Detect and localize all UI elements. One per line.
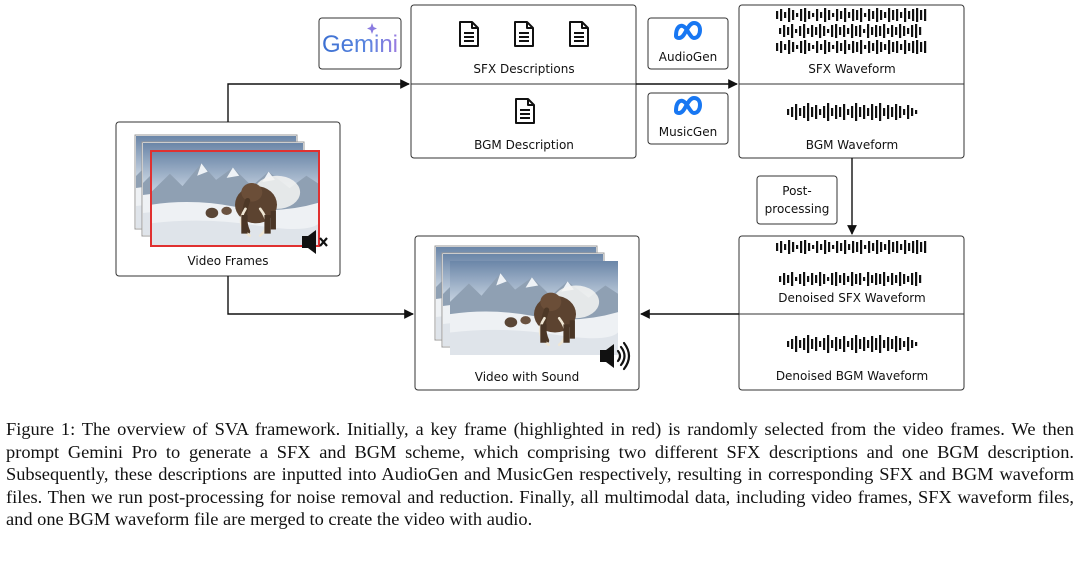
bgm-waveform-label: BGM Waveform — [806, 138, 898, 152]
post-processing-box: Post- processing — [756, 175, 838, 225]
post-processing-label-line2: processing — [765, 202, 830, 216]
audiogen-box: AudioGen — [647, 17, 729, 70]
arrow-frames-to-descriptions — [227, 79, 410, 122]
figure-label: Figure 1: — [6, 419, 76, 439]
figure-caption-text: The overview of SVA framework. Initially… — [6, 419, 1074, 529]
denoised-waveform-box: Denoised SFX Waveform Denoised BGM Wavef… — [738, 235, 965, 391]
speaker-sound-icon — [600, 341, 631, 371]
arrow-frames-to-video — [227, 276, 414, 319]
speaker-muted-icon — [302, 230, 328, 254]
sva-framework-diagram: Gemini SFX Descriptions BGM Description … — [115, 4, 965, 391]
video-with-sound-frame-stack — [435, 246, 618, 355]
musicgen-box: MusicGen — [647, 92, 729, 145]
post-processing-label-line1: Post- — [782, 184, 811, 198]
video-frames-label: Video Frames — [187, 254, 268, 268]
video-with-sound-label: Video with Sound — [475, 370, 580, 384]
sfx-descriptions-label: SFX Descriptions — [473, 62, 574, 76]
audiogen-label: AudioGen — [659, 50, 717, 64]
gemini-logo-text: Gemini — [322, 31, 398, 58]
denoised-bgm-waveform-label: Denoised BGM Waveform — [776, 369, 928, 383]
key-frame — [150, 150, 320, 247]
figure-caption: Figure 1: The overview of SVA framework.… — [6, 418, 1074, 531]
descriptions-box: SFX Descriptions BGM Description — [410, 4, 637, 159]
video-frame-stack — [135, 135, 320, 247]
musicgen-label: MusicGen — [659, 125, 717, 139]
sfx-waveform-label: SFX Waveform — [808, 62, 895, 76]
bgm-description-label: BGM Description — [474, 138, 574, 152]
gemini-logo-box: Gemini — [318, 17, 402, 70]
denoised-sfx-waveform-label: Denoised SFX Waveform — [778, 291, 925, 305]
waveform-box: SFX Waveform BGM Waveform — [738, 4, 965, 159]
video-frames-box: Video Frames — [115, 121, 341, 277]
video-with-sound-box: Video with Sound — [414, 235, 640, 391]
gemini-sparkle-icon — [367, 23, 377, 34]
flow-arrows — [227, 79, 857, 319]
